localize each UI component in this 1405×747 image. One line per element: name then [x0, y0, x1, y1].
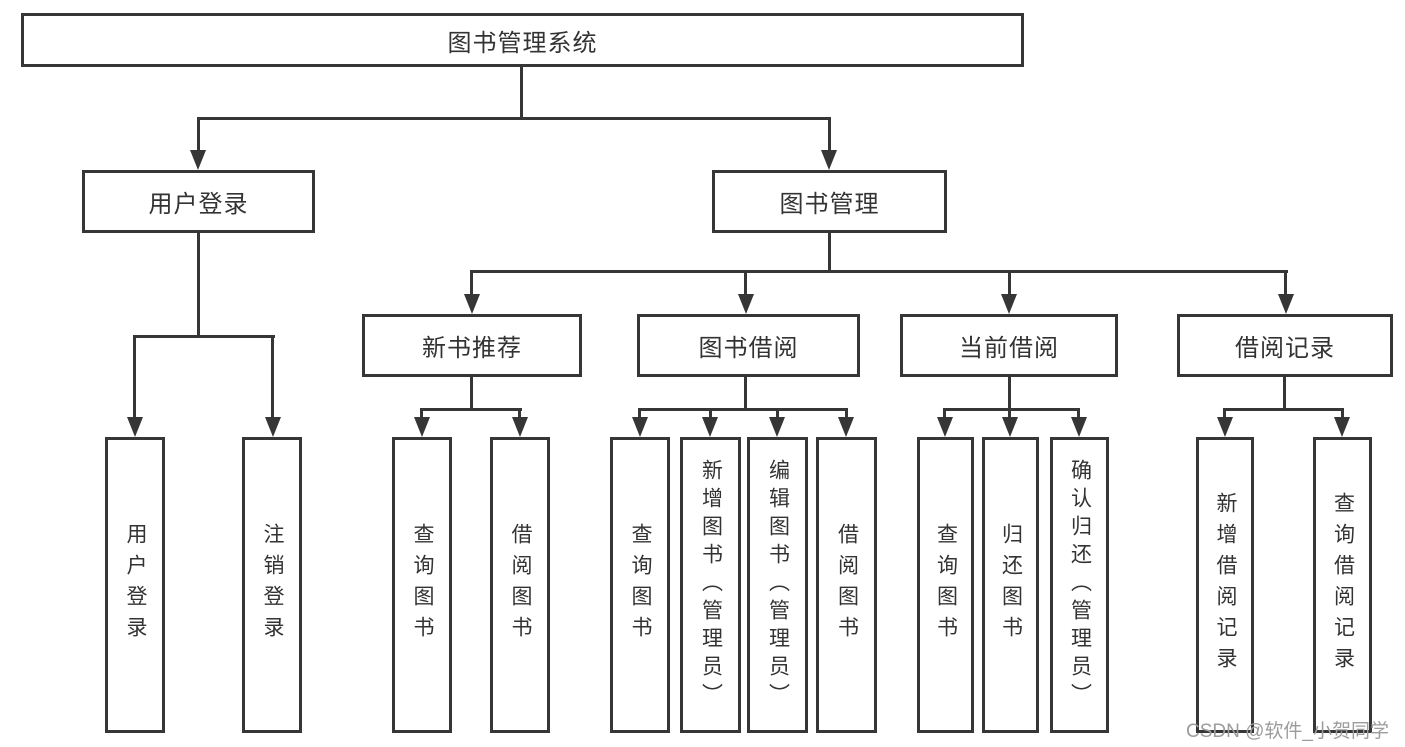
leaf-confirm-return-admin: 确认归还（管理员）	[1050, 437, 1109, 733]
node-user-login: 用户登录	[82, 170, 315, 233]
arrowhead-br-query	[1334, 417, 1350, 437]
new-book-stub-line	[470, 377, 473, 410]
arrow-shaft-book-borrow	[744, 270, 747, 298]
arrow-shaft-leaf-user-login	[133, 335, 136, 420]
user-login-stub-line	[197, 233, 200, 337]
book-borrow-split-line	[638, 408, 848, 411]
borrow-records-split-line	[1223, 408, 1344, 411]
arrowhead-user-login	[190, 150, 206, 170]
arrowhead-current-borrow	[1001, 294, 1017, 314]
leaf-add-borrow-record: 新增借阅记录	[1196, 437, 1254, 733]
book-management-stub-line	[828, 233, 831, 273]
user-login-split-line	[133, 335, 275, 338]
current-borrow-split-line	[943, 408, 1080, 411]
arrowhead-bb-add	[702, 417, 718, 437]
arrowhead-br-add	[1217, 417, 1233, 437]
root-stub-line	[520, 67, 523, 120]
arrowhead-bb-edit	[769, 417, 785, 437]
arrow-shaft-borrow-records	[1284, 270, 1287, 298]
arrowhead-cb-return	[1002, 417, 1018, 437]
current-borrow-stub-line	[1008, 377, 1011, 410]
arrow-shaft-br-add	[1223, 408, 1226, 420]
arrow-shaft-cb-confirm	[1077, 408, 1080, 420]
arrow-shaft-cb-query	[943, 408, 946, 420]
arrowhead-leaf-logout	[265, 417, 281, 437]
leaf-query-books-recommend: 查询图书	[392, 437, 452, 733]
leaf-borrow-books-recommend: 借阅图书	[490, 437, 550, 733]
arrow-shaft-bb-edit	[776, 408, 779, 420]
arrow-shaft-cb-return	[1008, 408, 1011, 420]
root-split-line	[197, 117, 831, 120]
arrowhead-book-borrow	[738, 294, 754, 314]
arrowhead-borrow-records	[1278, 294, 1294, 314]
borrow-records-stub-line	[1283, 377, 1286, 410]
leaf-add-book-admin: 新增图书（管理员）	[680, 437, 741, 733]
book-management-split-line	[471, 270, 1288, 273]
arrowhead-cb-confirm	[1071, 417, 1087, 437]
book-borrow-stub-line	[744, 377, 747, 410]
leaf-borrow-books: 借阅图书	[816, 437, 877, 733]
leaf-query-borrow-record: 查询借阅记录	[1313, 437, 1372, 733]
arrow-shaft-nb-borrow	[518, 408, 521, 420]
arrow-shaft-leaf-logout	[271, 335, 274, 420]
leaf-return-book: 归还图书	[982, 437, 1039, 733]
leaf-logout: 注销登录	[242, 437, 302, 733]
leaf-edit-book-admin: 编辑图书（管理员）	[747, 437, 808, 733]
arrow-shaft-new-book	[470, 270, 473, 298]
arrowhead-bb-borrow	[838, 417, 854, 437]
arrowhead-bb-query	[632, 417, 648, 437]
node-borrow-records: 借阅记录	[1177, 314, 1393, 377]
node-book-management: 图书管理	[712, 170, 947, 233]
arrow-shaft-current-borrow	[1008, 270, 1011, 298]
arrowhead-nb-borrow	[512, 417, 528, 437]
arrow-shaft-user-login	[197, 117, 200, 153]
leaf-query-books-borrow: 查询图书	[610, 437, 670, 733]
csdn-watermark: CSDN @软件_小贺同学	[1186, 721, 1389, 742]
node-book-borrow: 图书借阅	[637, 314, 860, 377]
arrow-shaft-br-query	[1341, 408, 1344, 420]
node-new-book-recommend: 新书推荐	[362, 314, 582, 377]
arrowhead-book-management	[821, 150, 837, 170]
arrow-shaft-nb-query	[420, 408, 423, 420]
arrowhead-cb-query	[937, 417, 953, 437]
node-current-borrow: 当前借阅	[900, 314, 1118, 377]
arrow-shaft-bb-add	[709, 408, 712, 420]
arrowhead-leaf-user-login	[127, 417, 143, 437]
arrow-shaft-book-management	[828, 117, 831, 153]
arrowhead-new-book	[464, 294, 480, 314]
arrowhead-nb-query	[414, 417, 430, 437]
leaf-query-books-current: 查询图书	[917, 437, 974, 733]
arrow-shaft-bb-borrow	[845, 408, 848, 420]
node-library-management-system: 图书管理系统	[21, 13, 1024, 67]
arrow-shaft-bb-query	[638, 408, 641, 420]
leaf-user-login: 用户登录	[105, 437, 165, 733]
new-book-split-line	[420, 408, 522, 411]
